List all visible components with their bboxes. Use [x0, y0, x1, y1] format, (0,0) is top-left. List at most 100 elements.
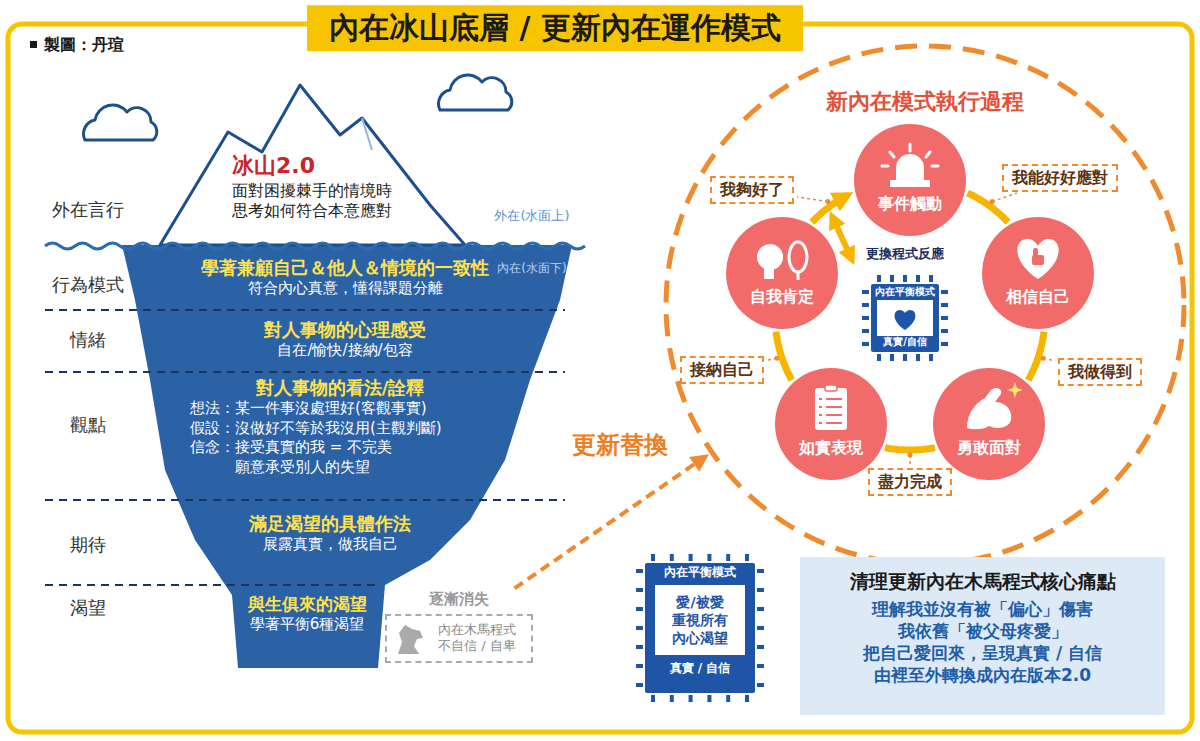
chip-pin [929, 354, 933, 361]
siren-ray [932, 165, 938, 168]
chip-pin [636, 569, 643, 573]
arrow-label: 更新替換 [568, 430, 672, 460]
node-heading: 內在平衡模式 [645, 565, 755, 581]
chip-pin [890, 354, 894, 361]
list-line [826, 422, 842, 424]
chip-pin [757, 683, 764, 687]
callout-label: 我夠好了 [710, 176, 794, 204]
chip-pin [636, 607, 643, 611]
fading-program-box: 逐漸消失內在木馬程式 不自信 / 自卑 [385, 590, 533, 663]
circle-fill [933, 368, 1045, 480]
circle-fill [726, 217, 838, 329]
chip-pin [726, 695, 730, 702]
chip-pin [862, 342, 869, 346]
text-holder: 與生俱來的渴望學著平衡6種渴望 [248, 593, 367, 635]
node-text: 自在/愉快/接納/包容 [264, 341, 426, 361]
chip-pin [636, 645, 643, 649]
chip-caption: 更換程式反應 [866, 246, 944, 262]
chip-pin [670, 554, 674, 561]
callout-label: 我能好好應對 [1002, 164, 1118, 192]
node-text: 愛/被愛 重視所有 內心渴望 [645, 593, 755, 648]
chip-panel [877, 300, 933, 336]
step-circle-outline [726, 217, 838, 329]
list-line [826, 398, 842, 400]
chip-pin [903, 354, 907, 361]
layer-band: 學著兼顧自己＆他人＆情境的一致性符合內心真意，懂得課題分離 [201, 256, 489, 299]
cycle-arc [812, 195, 848, 222]
circle-fill [775, 368, 887, 480]
text-holder: 對人事物的看法/詮釋想法：某一件事沒處理好(客觀事實)假設：沒做好不等於我沒用(… [190, 376, 490, 477]
node-heading: 如實表現 [775, 438, 887, 459]
callout-label: 我做得到 [1058, 358, 1142, 386]
list-line [826, 414, 842, 416]
siren-ray [909, 144, 912, 151]
node-heading: 對人事物的看法/詮釋 [190, 376, 490, 399]
chip-body [871, 284, 939, 352]
step-circle-outline [854, 124, 966, 236]
text-holder: 對人事物的心理感受自在/愉快/接納/包容 [264, 318, 426, 361]
siren-ray [890, 152, 894, 157]
credit-label: 製圖：丹瑄 [44, 35, 124, 55]
step-circle: 自我肯定 [726, 217, 838, 329]
callout-label: 盡力完成 [868, 468, 952, 496]
chip-pin [670, 695, 674, 702]
step-circle-outline [775, 368, 887, 480]
head-icon [757, 244, 783, 270]
callout-leader [797, 197, 828, 202]
text-panel: 清理更新內在木馬程式核心痛點理解我並沒有被「偏心」傷害我依舊「被父母疼愛」把自己… [800, 557, 1165, 715]
chip-pin [651, 554, 655, 561]
check-mark [819, 414, 822, 416]
callout-label: 接納自己 [680, 356, 764, 384]
chip-pin [757, 664, 764, 668]
node-text: 面對困擾棘手的情境時 思考如何符合本意應對 [232, 181, 410, 223]
circle-fill [854, 124, 966, 236]
text-holder: 內在平衡模式愛/被愛 重視所有 內心渴望真實 / 自信 [645, 565, 755, 677]
node-text: 符合內心真意，懂得課題分離 [201, 279, 489, 299]
layer-label: 觀點 [70, 414, 106, 437]
peak-fold [362, 118, 372, 150]
layer-band: 對人事物的看法/詮釋想法：某一件事沒處理好(客觀事實)假設：沒做好不等於我沒用(… [190, 376, 490, 477]
node-heading: 清理更新內在木馬程式核心痛點 [800, 569, 1165, 594]
iceberg-group [45, 85, 585, 668]
layer-band: 滿足渴望的具體作法展露真實，做我自己 [249, 512, 411, 555]
layer-divider [45, 371, 565, 373]
chip-pin [941, 342, 948, 346]
cycle-arc [776, 332, 792, 380]
check-mark [819, 406, 822, 408]
outer-frame [8, 24, 1192, 732]
text-holder: 如實表現 [775, 438, 887, 459]
chip-pin [877, 354, 881, 361]
chip-pin [757, 607, 764, 611]
chip-pin [877, 275, 881, 282]
chip-pin [862, 329, 869, 333]
leader-dot [774, 356, 779, 361]
chip: 內在平衡模式愛/被愛 重視所有 內心渴望真實 / 自信 [635, 553, 765, 703]
layer-label: 渴望 [70, 597, 106, 620]
layer-band: 對人事物的心理感受自在/愉快/接納/包容 [264, 318, 426, 361]
list-line [826, 406, 842, 408]
cycle-arc [1028, 332, 1044, 380]
text-holder: 清理更新內在木馬程式核心痛點理解我並沒有被「偏心」傷害我依舊「被父母疼愛」把自己… [800, 569, 1165, 686]
chip-pin [707, 695, 711, 702]
layer-label: 行為模式 [52, 274, 124, 297]
layer-divider [45, 499, 565, 501]
chip-pin [689, 554, 693, 561]
chip-pin [929, 275, 933, 282]
node-heading: 學著兼顧自己＆他人＆情境的一致性 [201, 256, 489, 279]
node-heading: 自我肯定 [726, 287, 838, 308]
text-holder: 學著兼顧自己＆他人＆情境的一致性符合內心真意，懂得課題分離 [201, 256, 489, 299]
chip-pin [757, 626, 764, 630]
iceberg-underwater [122, 245, 572, 668]
horse-shape [398, 625, 423, 654]
node-text: 我依舊「被父母疼愛」 [800, 620, 1165, 642]
chip-pin [757, 645, 764, 649]
node-text: 理解我並沒有被「偏心」傷害 [800, 598, 1165, 620]
siren-ray [882, 165, 888, 168]
panel-fill [800, 557, 1165, 715]
step-circle: 勇敢面對 [933, 368, 1045, 480]
chip-pin [636, 683, 643, 687]
heart-icon [1017, 239, 1058, 279]
step-circle: 如實表現 [775, 368, 887, 480]
text-holder: 逐漸消失內在木馬程式 不自信 / 自卑 [385, 590, 533, 663]
layer-band: 與生俱來的渴望學著平衡6種渴望 [248, 593, 367, 635]
